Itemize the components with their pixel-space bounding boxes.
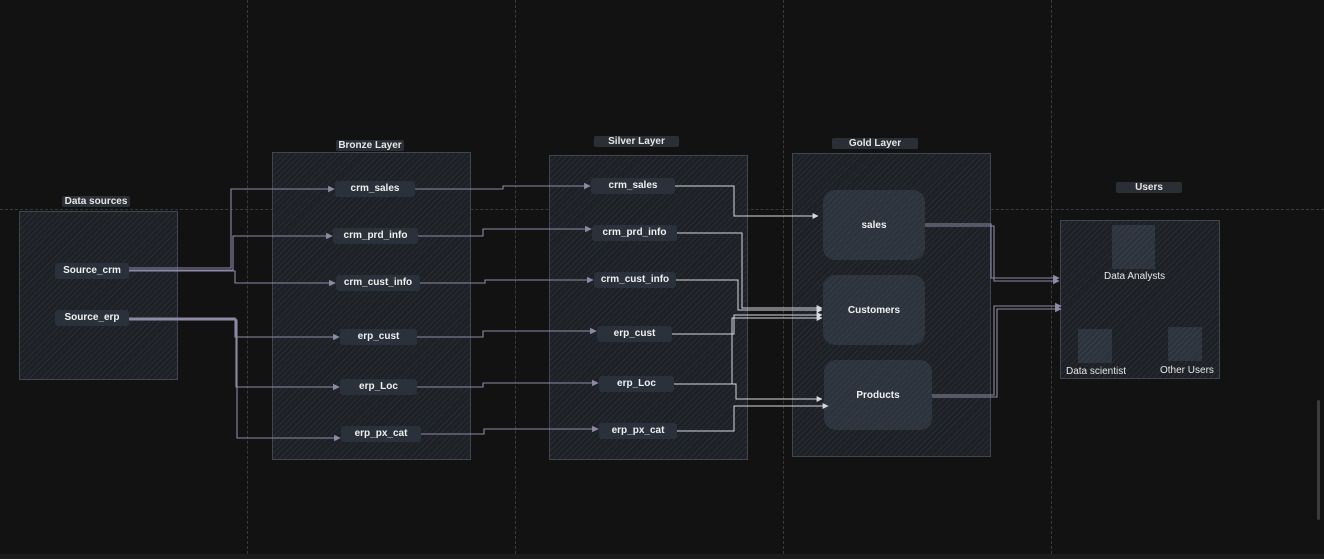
data-scientist-icon bbox=[1078, 329, 1112, 363]
connector bbox=[674, 383, 823, 402]
node-gold-customers[interactable]: Customers bbox=[823, 275, 925, 345]
users-layer-label: Users bbox=[1116, 182, 1182, 193]
canvas-edge bbox=[0, 554, 1324, 559]
data-analysts-icon bbox=[1112, 225, 1155, 269]
connector bbox=[415, 182, 591, 190]
sources-layer-label: Data sources bbox=[62, 196, 130, 207]
silver-panel[interactable] bbox=[549, 155, 748, 460]
connector bbox=[129, 185, 335, 269]
grid-line bbox=[783, 0, 784, 559]
connector bbox=[675, 185, 819, 219]
node-bronze-erp-loc[interactable]: erp_Loc bbox=[340, 379, 417, 395]
node-bronze-crm-prd-info[interactable]: crm_prd_info bbox=[333, 228, 418, 244]
node-silver-erp-cust[interactable]: erp_cust bbox=[597, 326, 672, 342]
connector bbox=[129, 232, 333, 271]
connector bbox=[677, 232, 823, 311]
connector bbox=[925, 225, 1060, 285]
node-source-crm[interactable]: Source_crm bbox=[55, 263, 129, 279]
connector bbox=[674, 315, 823, 385]
user-label-data-analysts: Data Analysts bbox=[1104, 271, 1166, 282]
bronze-panel[interactable] bbox=[272, 152, 471, 460]
bronze-layer-label: Bronze Layer bbox=[336, 140, 404, 151]
connector bbox=[420, 276, 594, 284]
gold-layer-label: Gold Layer bbox=[832, 138, 918, 149]
node-silver-crm-prd-info[interactable]: crm_prd_info bbox=[592, 225, 677, 241]
connector bbox=[932, 305, 1062, 398]
connector bbox=[676, 279, 823, 313]
user-label-data-scientist: Data scientist bbox=[1066, 366, 1127, 377]
connector bbox=[672, 312, 823, 335]
connector bbox=[417, 379, 599, 388]
connector bbox=[129, 270, 336, 287]
sources-panel[interactable] bbox=[19, 211, 178, 380]
grid-line bbox=[247, 0, 248, 559]
connector bbox=[925, 223, 1060, 282]
node-bronze-crm-sales[interactable]: crm_sales bbox=[335, 181, 415, 197]
node-gold-products[interactable]: Products bbox=[824, 360, 932, 430]
connector bbox=[418, 225, 592, 237]
node-silver-crm-cust-info[interactable]: crm_cust_info bbox=[594, 272, 676, 288]
node-bronze-erp-cust[interactable]: erp_cust bbox=[340, 329, 417, 345]
connector bbox=[129, 318, 340, 391]
connector bbox=[421, 425, 599, 435]
node-gold-sales[interactable]: sales bbox=[823, 190, 925, 260]
node-bronze-erp-px-cat[interactable]: erp_px_cat bbox=[341, 426, 421, 442]
silver-layer-label: Silver Layer bbox=[594, 136, 679, 147]
connector bbox=[417, 327, 597, 338]
grid-line bbox=[1051, 0, 1052, 559]
node-silver-erp-px-cat[interactable]: erp_px_cat bbox=[599, 423, 677, 439]
other-users-icon bbox=[1168, 327, 1202, 361]
vertical-scrollbar[interactable] bbox=[1317, 400, 1320, 520]
node-source-erp[interactable]: Source_erp bbox=[55, 310, 129, 326]
user-label-other-users: Other Users bbox=[1160, 365, 1214, 376]
connector bbox=[932, 302, 1062, 396]
node-bronze-crm-cust-info[interactable]: crm_cust_info bbox=[336, 275, 420, 291]
connector bbox=[677, 403, 829, 432]
node-silver-erp-loc[interactable]: erp_Loc bbox=[599, 376, 674, 392]
node-silver-crm-sales[interactable]: crm_sales bbox=[591, 178, 675, 194]
connector bbox=[129, 319, 341, 442]
connector bbox=[129, 317, 340, 341]
